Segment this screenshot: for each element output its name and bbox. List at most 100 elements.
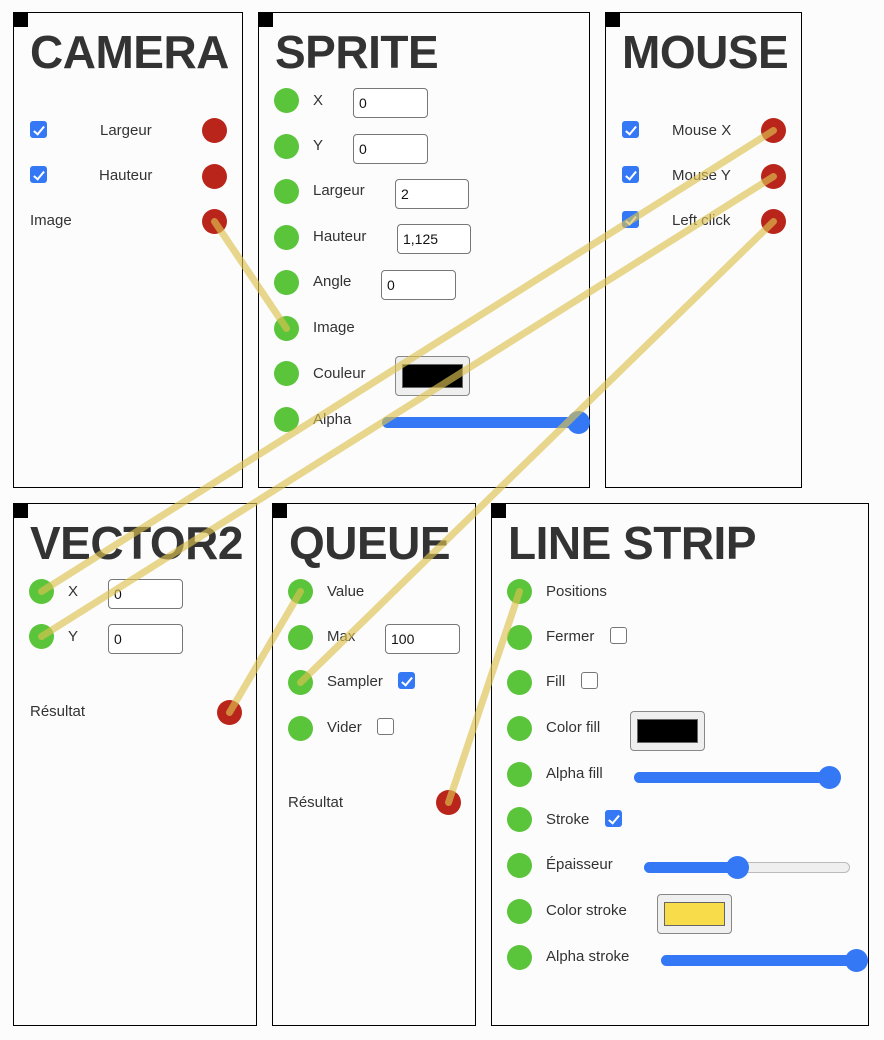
queue-max-input-port[interactable] [288, 625, 313, 650]
queue-resultat-label: Résultat [288, 794, 344, 811]
node-title: SPRITE [275, 26, 439, 78]
sprite-x-input[interactable]: 0 [353, 88, 428, 118]
slider-fill [661, 955, 856, 966]
sprite-alpha-input-port[interactable] [274, 407, 299, 432]
vector2-x-input[interactable]: 0 [108, 579, 183, 609]
node-drag-handle[interactable] [605, 12, 620, 27]
slider-thumb[interactable] [845, 949, 868, 972]
vector2-y-input[interactable]: 0 [108, 624, 183, 654]
line-strip-epaisseur-label: Épaisseur [546, 856, 613, 873]
sprite-couleur-picker[interactable] [395, 356, 470, 396]
camera-largeur-output-port[interactable] [202, 118, 227, 143]
line-strip-positions-input-port[interactable] [507, 579, 532, 604]
node-drag-handle[interactable] [13, 12, 28, 27]
sprite-angle-label: Angle [313, 273, 352, 290]
line-strip-alpha-stroke-label: Alpha stroke [546, 948, 630, 965]
line-strip-alpha-stroke-input-port[interactable] [507, 945, 532, 970]
line-strip-color-fill-picker[interactable] [630, 711, 705, 751]
line-strip-alpha-fill-label: Alpha fill [546, 765, 603, 782]
vector2-x-input-port[interactable] [29, 579, 54, 604]
sprite-couleur-label: Couleur [313, 365, 366, 382]
node-title: QUEUE [289, 517, 451, 569]
queue-sampler-input-port[interactable] [288, 670, 313, 695]
sprite-angle-input-port[interactable] [274, 270, 299, 295]
vector2-x-label: X [68, 583, 79, 600]
camera-node[interactable]: CAMERA [13, 12, 243, 488]
color-swatch [402, 364, 463, 388]
vector2-resultat-label: Résultat [30, 703, 86, 720]
mouse-x-checkbox[interactable] [622, 121, 639, 138]
sprite-hauteur-input-port[interactable] [274, 225, 299, 250]
line-strip-stroke-checkbox[interactable] [605, 810, 622, 827]
queue-vider-checkbox[interactable] [377, 718, 394, 735]
mouse-left-click-label: Left click [672, 212, 731, 229]
sprite-alpha-label: Alpha [313, 411, 352, 428]
queue-vider-label: Vider [327, 719, 362, 736]
node-title: LINE STRIP [508, 517, 757, 569]
slider-thumb[interactable] [818, 766, 841, 789]
mouse-x-output-port[interactable] [761, 118, 786, 143]
queue-value-label: Value [327, 583, 365, 600]
sprite-alpha-slider[interactable] [382, 410, 590, 434]
line-strip-alpha-fill-slider[interactable] [634, 765, 841, 789]
mouse-left-click-checkbox[interactable] [622, 211, 639, 228]
sprite-couleur-input-port[interactable] [274, 361, 299, 386]
node-drag-handle[interactable] [491, 503, 506, 518]
node-drag-handle[interactable] [13, 503, 28, 518]
line-strip-alpha-stroke-slider[interactable] [661, 948, 868, 972]
line-strip-fermer-input-port[interactable] [507, 625, 532, 650]
line-strip-color-fill-label: Color fill [546, 719, 601, 736]
sprite-image-input-port[interactable] [274, 316, 299, 341]
line-strip-fermer-checkbox[interactable] [610, 627, 627, 644]
line-strip-fill-label: Fill [546, 673, 566, 690]
line-strip-color-stroke-picker[interactable] [657, 894, 732, 934]
color-swatch [664, 902, 725, 926]
mouse-y-output-port[interactable] [761, 164, 786, 189]
line-strip-positions-label: Positions [546, 583, 607, 600]
slider-fill [644, 862, 737, 873]
line-strip-stroke-input-port[interactable] [507, 807, 532, 832]
line-strip-fermer-label: Fermer [546, 628, 595, 645]
queue-value-input-port[interactable] [288, 579, 313, 604]
sprite-largeur-input-port[interactable] [274, 179, 299, 204]
camera-image-label: Image [30, 212, 72, 229]
sprite-hauteur-input[interactable]: 1,125 [397, 224, 471, 254]
sprite-largeur-input[interactable]: 2 [395, 179, 469, 209]
node-title: CAMERA [30, 26, 229, 78]
line-strip-epaisseur-input-port[interactable] [507, 853, 532, 878]
sprite-x-input-port[interactable] [274, 88, 299, 113]
line-strip-fill-checkbox[interactable] [581, 672, 598, 689]
mouse-node[interactable]: MOUSE [605, 12, 802, 488]
queue-sampler-checkbox[interactable] [398, 672, 415, 689]
camera-hauteur-checkbox[interactable] [30, 166, 47, 183]
node-title: VECTOR2 [30, 517, 243, 569]
mouse-left-click-output-port[interactable] [761, 209, 786, 234]
sprite-y-input[interactable]: 0 [353, 134, 428, 164]
camera-hauteur-output-port[interactable] [202, 164, 227, 189]
queue-resultat-output-port[interactable] [436, 790, 461, 815]
line-strip-color-fill-input-port[interactable] [507, 716, 532, 741]
vector2-y-input-port[interactable] [29, 624, 54, 649]
vector2-y-label: Y [68, 628, 79, 645]
sprite-angle-input[interactable]: 0 [381, 270, 456, 300]
line-strip-stroke-label: Stroke [546, 811, 590, 828]
sprite-y-label: Y [313, 137, 324, 154]
node-drag-handle[interactable] [272, 503, 287, 518]
mouse-y-checkbox[interactable] [622, 166, 639, 183]
line-strip-alpha-fill-input-port[interactable] [507, 762, 532, 787]
line-strip-fill-input-port[interactable] [507, 670, 532, 695]
queue-vider-input-port[interactable] [288, 716, 313, 741]
camera-largeur-checkbox[interactable] [30, 121, 47, 138]
line-strip-epaisseur-slider[interactable] [644, 855, 850, 879]
queue-max-input[interactable]: 100 [385, 624, 460, 654]
camera-image-output-port[interactable] [202, 209, 227, 234]
slider-thumb[interactable] [726, 856, 749, 879]
line-strip-color-stroke-input-port[interactable] [507, 899, 532, 924]
line-strip-color-stroke-label: Color stroke [546, 902, 627, 919]
sprite-x-label: X [313, 92, 324, 109]
node-drag-handle[interactable] [258, 12, 273, 27]
sprite-y-input-port[interactable] [274, 134, 299, 159]
slider-thumb[interactable] [567, 411, 590, 434]
vector2-resultat-output-port[interactable] [217, 700, 242, 725]
mouse-x-label: Mouse X [672, 122, 732, 139]
